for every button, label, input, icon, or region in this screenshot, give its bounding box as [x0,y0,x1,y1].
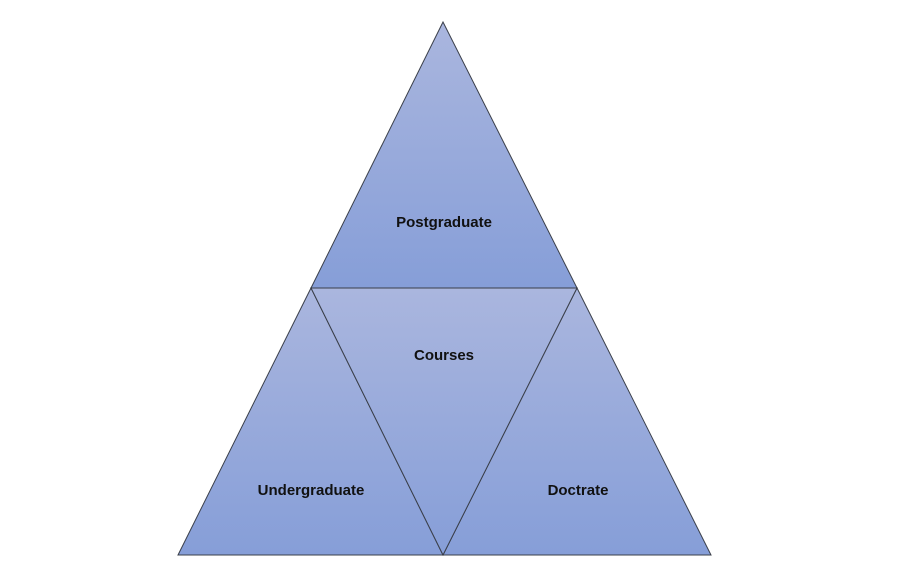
postgraduate-label: Postgraduate [396,214,492,231]
undergraduate-label: Undergraduate [258,482,365,499]
postgraduate-triangle [310,20,578,289]
courses-triangle [310,287,578,557]
courses-label: Courses [414,347,474,364]
doctrate-label: Doctrate [548,482,609,499]
